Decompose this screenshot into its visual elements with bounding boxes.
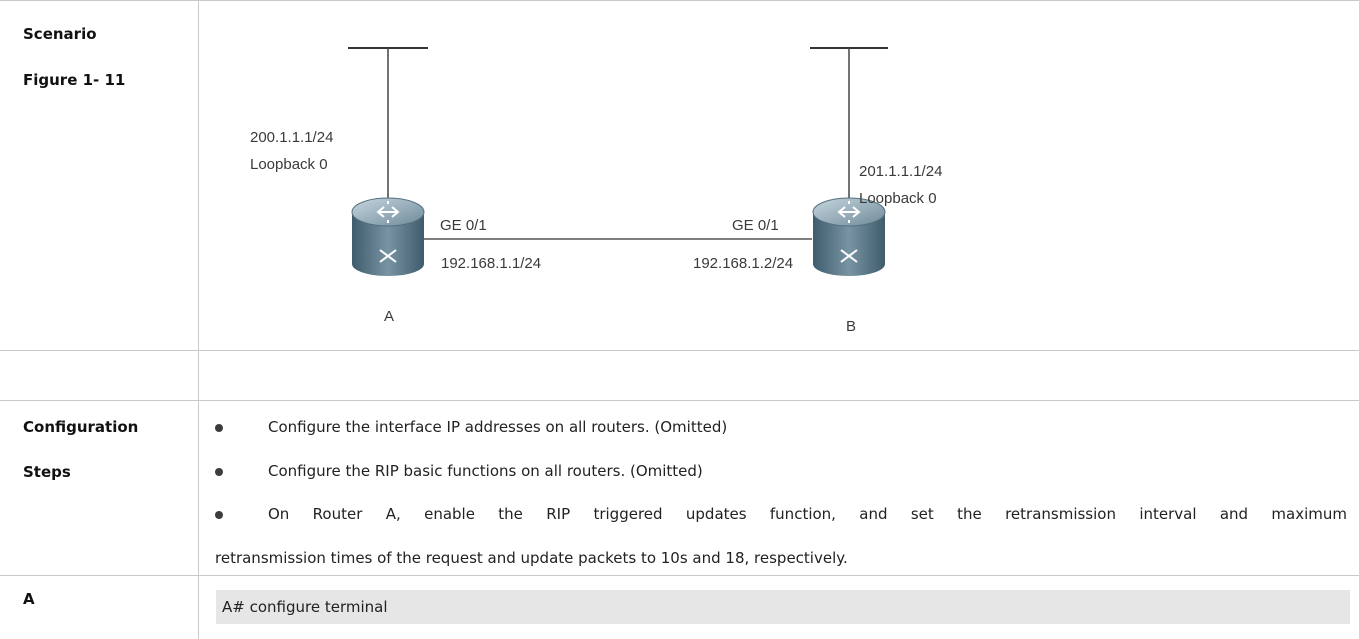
router-b-icon — [812, 197, 886, 276]
router-b-label: B — [846, 318, 856, 335]
step-text: On Router A, enable the RIP triggered up… — [268, 505, 1347, 523]
device-a-label: A — [23, 590, 35, 608]
steps-label: Steps — [23, 463, 71, 481]
b-loopback-name: Loopback 0 — [859, 190, 937, 207]
a-interface-ip: 192.168.1.1/24 — [441, 255, 541, 272]
bullet-icon — [215, 424, 223, 432]
router-a-label: A — [384, 308, 394, 325]
table-row-divider — [0, 350, 1359, 351]
a-loopback-name: Loopback 0 — [250, 156, 328, 173]
step-text: Configure the RIP basic functions on all… — [268, 462, 703, 480]
bullet-icon — [215, 468, 223, 476]
router-a-icon — [351, 197, 425, 276]
a-interface: GE 0/1 — [440, 217, 487, 234]
table-border-top — [0, 0, 1359, 1]
step-text-continued: retransmission times of the request and … — [215, 549, 848, 567]
step-text: Configure the interface IP addresses on … — [268, 418, 728, 436]
a-loopback-ip: 200.1.1.1/24 — [250, 129, 333, 146]
scenario-label: Scenario — [23, 25, 97, 43]
b-loopback-ip: 201.1.1.1/24 — [859, 163, 942, 180]
figure-label: Figure 1- 11 — [23, 71, 126, 89]
code-block: A# configure terminal — [216, 590, 1350, 624]
table-row-divider — [0, 575, 1359, 576]
network-topology-diagram: 200.1.1.1/24 Loopback 0 201.1.1.1/24 Loo… — [250, 47, 942, 335]
table-column-divider — [198, 0, 199, 639]
table-row-divider — [0, 400, 1359, 401]
b-interface-ip: 192.168.1.2/24 — [693, 255, 793, 272]
code-line: A# configure terminal — [222, 598, 388, 616]
configuration-label: Configuration — [23, 418, 139, 436]
bullet-icon — [215, 511, 223, 519]
b-interface: GE 0/1 — [732, 217, 779, 234]
